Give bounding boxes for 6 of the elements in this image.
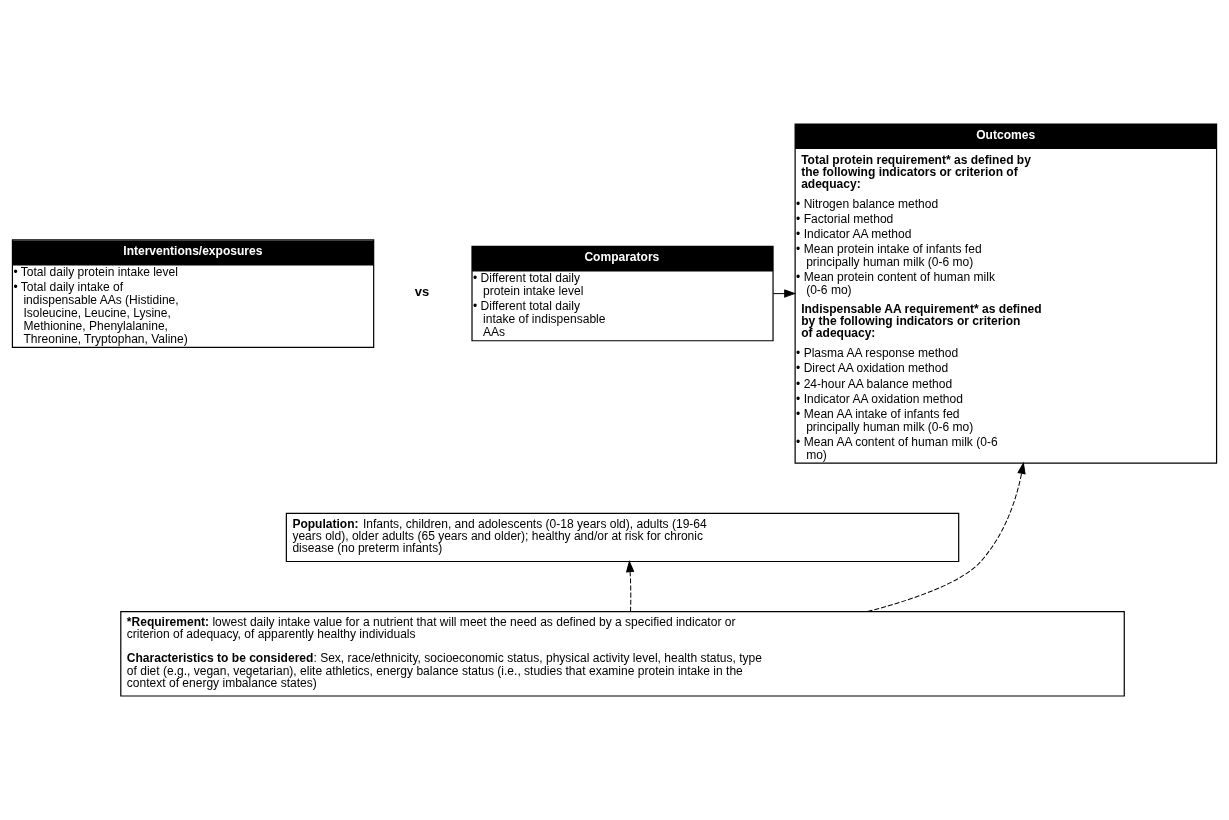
arrow: [772, 289, 796, 298]
node-box: *Requirement: lowest daily intake value for a nutrient that will meet the need as defined by a specified indicator or criterion of adequacy, of apparently healthy individuals Characteristics to be considered: Sex, race/ethnicity, socioeconomic status, physical activity level, health status, type of diet (e.g., vegan, vegetarian), elite athletics, energy balance status (i.e., studies that examine protein intake in the context of energy imbalance states): [120, 611, 1125, 697]
arrow: [866, 462, 1026, 613]
node-box: Population: Infants, children, and adolescents (0-18 years old), adults (19-64 years old), older adults (65 years and older); healthy and/or at risk for chronic disease (no preterm infants): [285, 512, 960, 563]
arrow: [626, 561, 635, 613]
label: vs: [414, 284, 430, 300]
